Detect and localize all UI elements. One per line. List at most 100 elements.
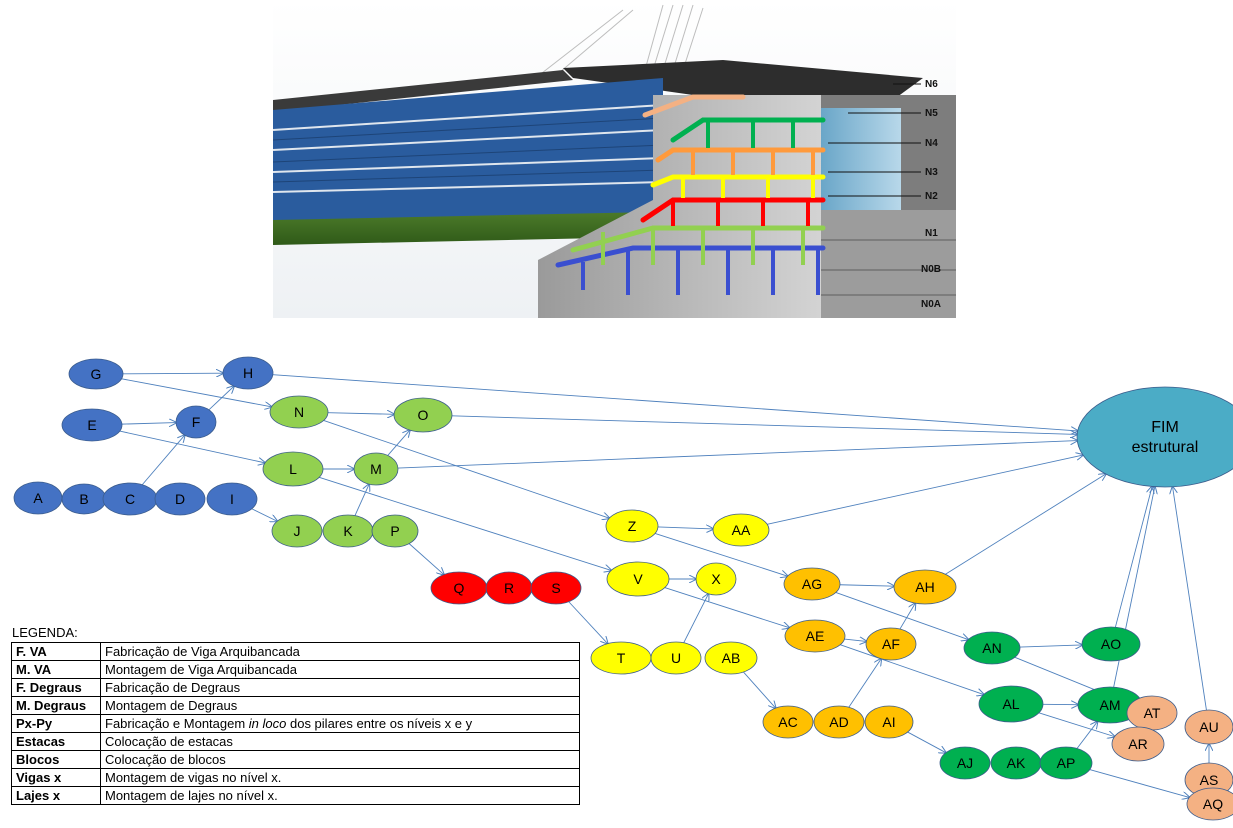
level-n3-label: N3 [925,167,938,178]
legend-row: F. VA Fabricação de Viga Arquibancada [11,642,580,661]
legend-row: Px-Py Fabricação e Montagem in loco dos … [11,714,580,733]
node-ac: AC [762,705,814,739]
arrow-z-to-aa [657,527,713,529]
legend-code: Px-Py [11,714,101,733]
node-label: estrutural [1132,439,1199,456]
legend-desc: Fabricação de Viga Arquibancada [100,642,580,661]
node-label: AE [806,628,825,644]
legend-desc: Fabricação e Montagem in loco dos pilare… [100,714,580,733]
node-label: P [390,523,399,539]
arrow-an-to-ao [1019,645,1082,647]
node-shape [606,561,670,597]
node-j: J [271,514,323,548]
node-shape [695,562,737,596]
node-shape [1111,726,1165,762]
node-label: AS [1200,772,1219,788]
legend-row: Vigas x Montagem de vigas no nível x. [11,768,580,787]
node-label: AN [982,640,1001,656]
node-at: AT [1126,695,1178,731]
node-af: AF [865,627,917,661]
node-label: AQ [1203,796,1223,812]
node-label: AG [802,576,822,592]
arrow-au-to-fim [1173,487,1207,711]
arrow-n-to-z [323,420,610,518]
node-shape [530,571,582,605]
arrow-z-to-ag [654,532,788,576]
arrow-u-to-x [683,594,709,643]
node-shape [704,641,758,675]
node-label: AM [1100,697,1121,713]
level-n0b-label: N0B [921,264,941,275]
arrow-ag-to-ah [839,585,894,586]
level-n0a-label: N0A [921,299,941,310]
legend-row: Blocos Colocação de blocos [11,750,580,769]
legend-desc: Montagem de Viga Arquibancada [100,660,580,679]
node-label: AJ [957,755,973,771]
legend-row: F. Degraus Fabricação de Degraus [11,678,580,697]
node-label: B [79,491,88,507]
node-d: D [154,482,206,516]
node-shape [271,514,323,548]
node-label: AI [882,714,895,730]
node-label: AF [882,636,900,652]
node-shape [1039,746,1093,780]
arrow-ap-to-aq [1089,769,1190,798]
node-p: P [371,514,419,548]
node-label: AT [1144,705,1161,721]
node-label: T [617,650,626,666]
arrow-s-to-t [568,601,608,644]
node-g: G [68,358,124,390]
node-label: S [551,580,560,596]
legend-code: Vigas x [11,768,101,787]
arrow-af-to-ah [899,603,915,630]
arrow-g-to-n [121,378,272,407]
arrow-ab-to-ac [743,671,775,708]
legend-row: M. Degraus Montagem de Degraus [11,696,580,715]
node-shape [393,397,453,433]
node-shape [712,513,770,547]
arrow-v-to-ae [664,587,790,628]
node-o: O [393,397,453,433]
node-fim: FIM estrutural [1076,386,1233,488]
node-shape [1081,626,1141,662]
legend-code: Blocos [11,750,101,769]
arrow-m-to-o [387,430,410,456]
node-label: AR [1128,736,1147,752]
level-n5-label: N5 [925,108,938,119]
node-label: J [294,523,301,539]
legend-desc: Colocação de blocos [100,750,580,769]
legend-desc-italic: in loco [248,715,287,731]
node-ab: AB [704,641,758,675]
arrow-c-to-f [141,435,184,486]
stadium-section-render: N6 N5 N4 N3 N2 N1 N0B N0A [273,0,956,318]
node-l: L [262,451,324,487]
node-label: K [343,523,353,539]
legend-desc: Montagem de vigas no nível x. [100,768,580,787]
node-ar: AR [1111,726,1165,762]
node-label: FIM [1151,419,1179,436]
node-am: AM [1077,686,1143,724]
node-shape [762,705,814,739]
legend-row: M. VA Montagem de Viga Arquibancada [11,660,580,679]
node-ao: AO [1081,626,1141,662]
node-label: AO [1101,636,1121,652]
node-label: Q [454,580,465,596]
node-an: AN [963,631,1021,665]
node-label: Z [628,518,637,534]
arrow-l-to-v [319,476,611,570]
node-shape [61,408,123,442]
node-label: O [418,407,429,423]
legend-code: F. VA [11,642,101,661]
node-r: R [485,571,533,605]
legend-row: Estacas Colocação de estacas [11,732,580,751]
legend-desc: Montagem de lajes no nível x. [100,786,580,805]
node-shape [1184,709,1233,745]
node-k: K [322,514,374,548]
node-z: Z [605,509,659,543]
legend-row: Lajes x Montagem de lajes no nível x. [11,786,580,805]
node-ai: AI [864,705,914,739]
arrow-e-to-l [119,430,265,463]
arrow-al-to-ar [1038,712,1115,737]
